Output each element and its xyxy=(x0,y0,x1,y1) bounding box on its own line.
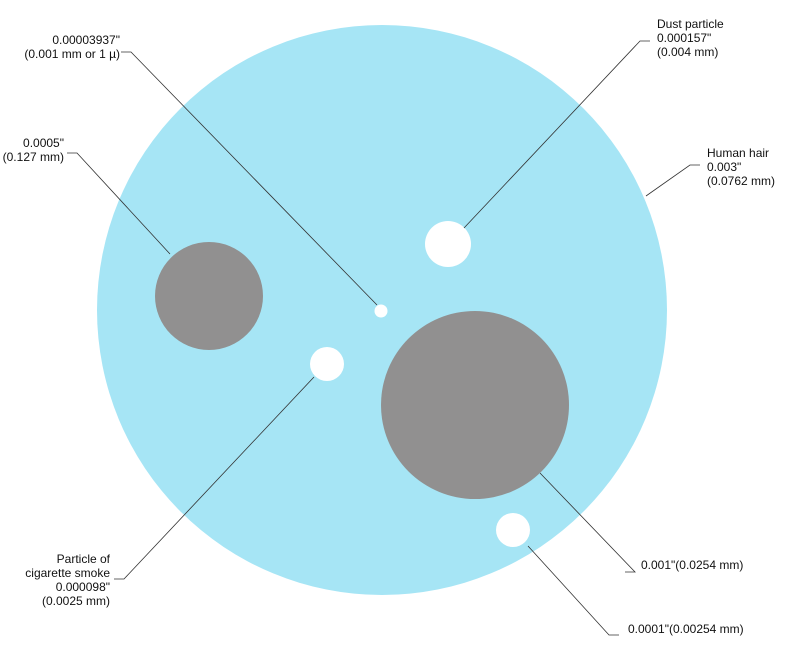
leader-line-0001 xyxy=(527,545,619,636)
leader-line-001 xyxy=(539,472,636,573)
particle-0005-circle xyxy=(155,242,263,350)
label-dust-name: Dust particle xyxy=(657,17,724,31)
label-0001: 0.0001"(0.00254 mm) xyxy=(628,622,744,636)
label-smoke-name-2: cigarette smoke xyxy=(25,566,110,580)
label-human-hair: Human hair 0.003" (0.0762 mm) xyxy=(707,146,775,188)
leader-line-hair xyxy=(645,164,700,197)
dust-particle-circle xyxy=(425,221,471,267)
label-0005: 0.0005" (0.127 mm) xyxy=(3,136,64,164)
label-0005-mm: (0.127 mm) xyxy=(2,150,64,164)
leader-line-micron xyxy=(121,51,378,306)
label-micron: 0.00003937" (0.001 mm or 1 µ) xyxy=(24,33,120,61)
label-hair-mm: (0.0762 mm) xyxy=(707,174,776,188)
label-dust-inch: 0.000157" xyxy=(657,31,712,45)
leader-line-smoke xyxy=(114,376,315,580)
label-hair-name: Human hair xyxy=(707,146,770,160)
smoke-particle-circle xyxy=(310,347,344,381)
label-smoke-mm: (0.0025 mm) xyxy=(41,594,110,608)
particle-0001-circle xyxy=(496,513,530,547)
label-001-text: 0.001"(0.0254 mm) xyxy=(641,558,744,572)
micron-particle-circle xyxy=(374,304,388,318)
particle-001-circle xyxy=(381,311,569,499)
label-dust-particle: Dust particle 0.000157" (0.004 mm) xyxy=(657,17,724,59)
label-0005-inch: 0.0005" xyxy=(23,136,64,150)
label-micron-inch: 0.00003937" xyxy=(52,33,120,47)
label-hair-inch: 0.003" xyxy=(707,160,742,174)
leader-lines xyxy=(67,40,700,636)
label-dust-mm: (0.004 mm) xyxy=(657,45,719,59)
label-smoke-inch: 0.000098" xyxy=(55,580,110,594)
label-smoke-name-1: Particle of xyxy=(56,552,110,566)
leader-line-dust xyxy=(463,40,650,229)
label-0001-text: 0.0001"(0.00254 mm) xyxy=(628,622,744,636)
label-cigarette-smoke: Particle of cigarette smoke 0.000098" (0… xyxy=(25,552,110,608)
leader-line-0005 xyxy=(67,152,171,255)
label-micron-mm: (0.001 mm or 1 µ) xyxy=(24,47,120,61)
label-001: 0.001"(0.0254 mm) xyxy=(641,558,743,572)
